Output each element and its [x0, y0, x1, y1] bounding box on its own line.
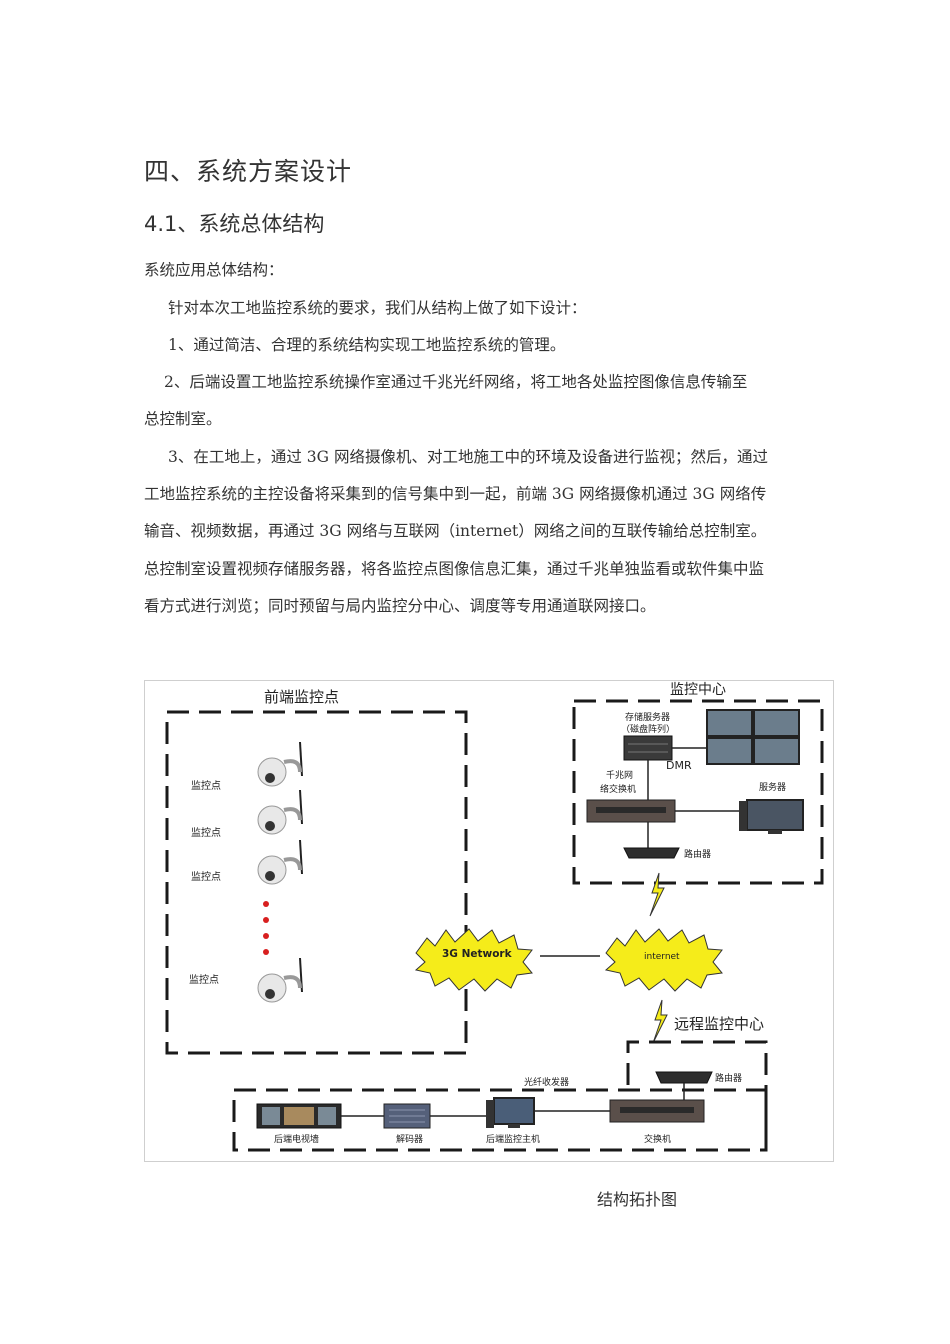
section-heading: 四、系统方案设计 [144, 157, 353, 186]
ellipsis-dot [263, 949, 269, 955]
cloud-internet-label: internet [644, 952, 680, 962]
video-wall-icon [706, 709, 800, 765]
paragraph-item-2-line1: 2、后端设置工地监控系统操作室通过千兆光纤网络，将工地各处监控图像信息传输至 [164, 373, 748, 391]
paragraph-item-3-line5: 看方式进行浏览；同时预留与局内监控分中心、调度等专用通道联网接口。 [144, 597, 656, 615]
topology-svg: 前端监控点 监控点 监控点 监控点 监控点 监控中心 存储服务器 （磁盘阵列） [144, 680, 834, 1162]
remote-center-title: 远程监控中心 [674, 1015, 764, 1033]
wireless-bolt-icon [649, 872, 665, 917]
router-icon [623, 847, 680, 859]
paragraph-item-3-line3: 输音、视频数据，再通过 3G 网络与互联网（internet）网络之间的互联传输… [144, 522, 767, 540]
storage-server-icon [623, 735, 673, 761]
cloud-3g-icon [414, 928, 533, 992]
subsection-title: 、系统总体结构 [177, 212, 325, 236]
remote-backend-zone [232, 1088, 768, 1152]
paragraph-item-3-line4: 总控制室设置视频存储服务器，将各监控点图像信息汇集，通过千兆单独监看或软件集中监 [144, 560, 765, 578]
monitor-point-label: 监控点 [191, 826, 221, 839]
tv-wall-icon [256, 1103, 342, 1129]
dmr-label: DMR [666, 759, 692, 772]
cloud-3g-label: 3G Network [442, 948, 513, 960]
storage-server-sublabel: （磁盘阵列） [621, 723, 675, 735]
gigabit-switch-icon [586, 799, 676, 823]
server-icon [739, 799, 804, 834]
paragraph-design: 针对本次工地监控系统的要求，我们从结构上做了如下设计： [168, 299, 587, 317]
monitor-point-label: 监控点 [191, 870, 221, 883]
monitoring-center-title: 监控中心 [670, 682, 726, 698]
host-label: 后端监控主机 [486, 1133, 540, 1145]
topology-diagram: 前端监控点 监控点 监控点 监控点 监控点 监控中心 存储服务器 （磁盘阵列） [144, 680, 834, 1162]
decoder-label: 解码器 [396, 1133, 423, 1145]
paragraph-item-2-line2: 总控制室。 [144, 410, 222, 428]
host-computer-icon [486, 1097, 535, 1128]
monitor-point-label: 监控点 [191, 779, 221, 792]
storage-server-label: 存储服务器 [625, 711, 670, 723]
monitor-point-label: 监控点 [189, 973, 219, 986]
cloud-internet-icon [604, 928, 723, 992]
gigabit-switch-label: 千兆网 [606, 770, 633, 781]
subsection-heading: 4.1、系统总体结构 [144, 208, 324, 238]
router-icon [655, 1071, 713, 1084]
ellipsis-dot [263, 933, 269, 939]
server-label: 服务器 [759, 781, 786, 793]
paragraph-item-3-line2: 工地监控系统的主控设备将采集到的信号集中到一起，前端 3G 网络摄像机通过 3G… [144, 485, 767, 503]
paragraph-intro: 系统应用总体结构： [144, 261, 284, 279]
camera-icon [257, 789, 303, 835]
router-label: 路由器 [684, 848, 711, 860]
figure-caption: 结构拓扑图 [597, 1190, 678, 1209]
switch-icon [609, 1099, 705, 1123]
paragraph-item-1: 1、通过简洁、合理的系统结构实现工地监控系统的管理。 [168, 336, 566, 354]
camera-icon [257, 741, 303, 787]
gigabit-switch-label: 络交换机 [600, 783, 636, 795]
front-end-title: 前端监控点 [264, 688, 339, 706]
ellipsis-dot [263, 901, 269, 907]
front-end-zone [165, 710, 468, 1055]
fiber-transceiver-label: 光纤收发器 [524, 1076, 569, 1088]
remote-router-label: 路由器 [715, 1072, 742, 1084]
decoder-icon [383, 1103, 431, 1129]
switch-label: 交换机 [644, 1133, 671, 1145]
paragraph-item-3-line1: 3、在工地上，通过 3G 网络摄像机、对工地施工中的环境及设备进行监视；然后，通… [168, 448, 768, 466]
subsection-number: 4.1 [144, 212, 178, 236]
camera-icon [257, 839, 303, 885]
monitoring-center-zone [572, 699, 824, 885]
ellipsis-dot [263, 917, 269, 923]
tv-wall-label: 后端电视墙 [274, 1133, 319, 1145]
camera-icon [257, 957, 303, 1003]
